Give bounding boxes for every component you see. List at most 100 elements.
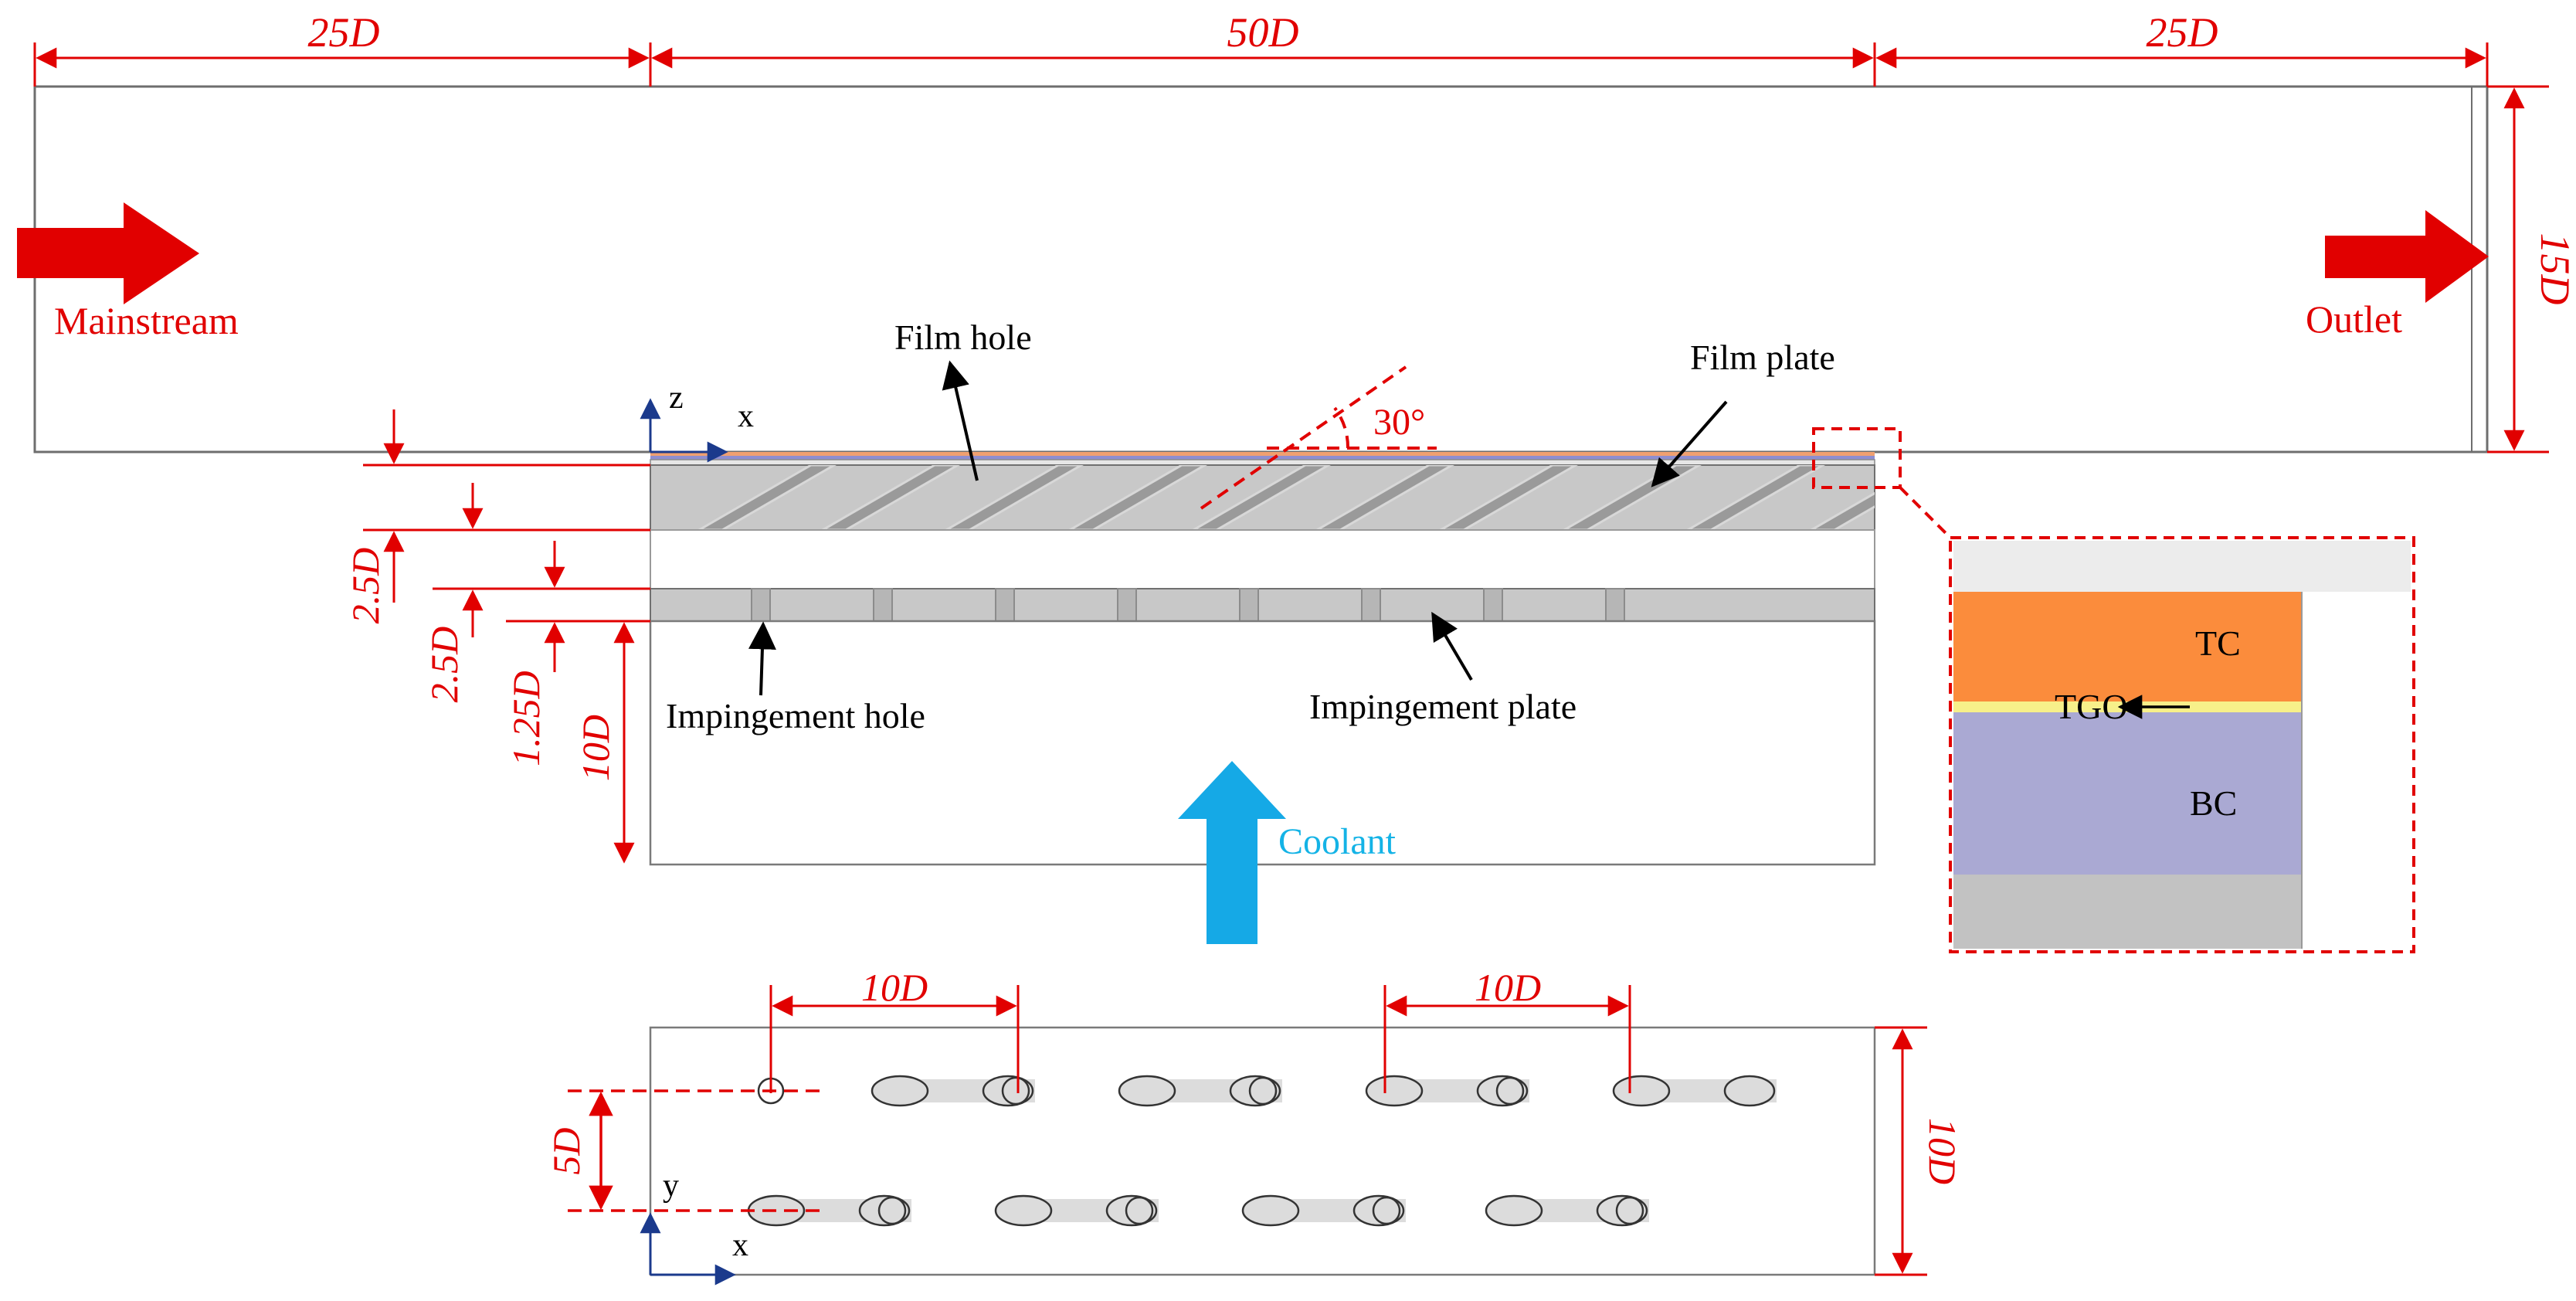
film-hole-outlet bbox=[982, 1075, 1034, 1107]
coolant-label: Coolant bbox=[1278, 821, 1397, 862]
impingement-hole-footprint bbox=[877, 1196, 907, 1225]
impingement-plate-label: Impingement plate bbox=[1309, 687, 1576, 726]
impingement-hole-label: Impingement hole bbox=[666, 696, 925, 735]
mainstream-domain bbox=[33, 85, 2489, 453]
impingement-hole-footprint bbox=[1615, 1196, 1644, 1225]
top-dimension-line bbox=[33, 42, 2489, 87]
impingement-hole-footprint bbox=[1248, 1076, 1278, 1106]
impingement-hole bbox=[751, 588, 771, 622]
tgo-label: TGO bbox=[2055, 687, 2128, 726]
pitch-dimensions bbox=[769, 985, 1631, 1093]
top-axes bbox=[640, 1212, 736, 1286]
impingement-hole bbox=[873, 588, 893, 622]
film-plate-label: Film plate bbox=[1690, 338, 1835, 377]
impingement-hole bbox=[1239, 588, 1259, 622]
film-hole-channel bbox=[1315, 465, 1454, 530]
side-axes bbox=[640, 398, 728, 463]
film-hole-inlet bbox=[1241, 1194, 1300, 1227]
film-hole-channel bbox=[1809, 491, 1875, 530]
impingement-hole-footprint bbox=[1372, 1196, 1401, 1225]
plenum-gap-label: 2.5D bbox=[423, 627, 466, 703]
impingement-hole bbox=[1605, 588, 1625, 622]
inlet-length-label: 25D bbox=[308, 9, 380, 56]
span-label: 10D bbox=[1921, 1118, 1964, 1184]
outlet-arrow bbox=[2325, 210, 2489, 303]
film-hole-channel bbox=[697, 465, 837, 530]
row-offset-label: 5D bbox=[545, 1127, 588, 1174]
film-coating-bond bbox=[650, 456, 1875, 460]
film-hole-pointer bbox=[942, 360, 979, 481]
inset-locator bbox=[1812, 427, 1902, 489]
film-hole-channel bbox=[1067, 465, 1207, 530]
film-hole-inlet bbox=[1365, 1075, 1424, 1107]
film-coating-strip bbox=[650, 452, 1875, 456]
outlet-length-label: 25D bbox=[2147, 9, 2218, 56]
film-hole-outlet bbox=[1476, 1075, 1529, 1107]
row-offset-dimension bbox=[568, 1089, 826, 1212]
tc-layer bbox=[1953, 592, 2302, 701]
coolant-plenum-height-label: 10D bbox=[574, 715, 617, 781]
impingement-hole bbox=[1361, 588, 1381, 622]
film-hole-outlet bbox=[1352, 1194, 1405, 1227]
impingement-hole bbox=[1117, 588, 1137, 622]
coolant-plenum bbox=[649, 620, 1876, 866]
impingement-plate bbox=[650, 588, 1875, 622]
thickness-dimensions bbox=[363, 409, 650, 864]
impingement-holes bbox=[751, 588, 1625, 622]
injection-angle-indicator bbox=[1200, 365, 1437, 510]
film-hole-inlet bbox=[871, 1075, 929, 1107]
impingement-thickness-label: 1.25D bbox=[504, 671, 548, 766]
pitch-1-label: 10D bbox=[861, 966, 928, 1009]
plate-length-label: 50D bbox=[1227, 9, 1299, 56]
film-hole-outlet bbox=[1596, 1194, 1648, 1227]
impingement-hole-footprint bbox=[1495, 1076, 1525, 1106]
mainstream-label: Mainstream bbox=[54, 299, 239, 342]
film-hole-channel bbox=[820, 465, 960, 530]
domain-height-dimension bbox=[2487, 85, 2549, 453]
film-hole-outlet bbox=[858, 1194, 911, 1227]
impingement-hole bbox=[995, 588, 1015, 622]
film-hole-outlet bbox=[1229, 1075, 1281, 1107]
side-axis-x: x bbox=[738, 399, 754, 434]
span-dimension bbox=[1875, 1026, 1927, 1276]
impingement-hole-footprint bbox=[1001, 1076, 1030, 1106]
impingement-hole-pointer bbox=[748, 621, 776, 696]
coolant-arrow bbox=[1178, 761, 1286, 944]
side-axis-z: z bbox=[669, 380, 684, 416]
film-hole-channel bbox=[1685, 465, 1825, 530]
plenum-gap bbox=[650, 529, 1875, 589]
film-plate-top-band bbox=[650, 459, 1875, 466]
film-hole-outlet bbox=[1723, 1075, 1776, 1107]
film-hole-inlet bbox=[1612, 1075, 1671, 1107]
top-axis-y: y bbox=[663, 1168, 679, 1204]
tc-label: TC bbox=[2195, 623, 2241, 663]
film-hole-inlet bbox=[1118, 1075, 1176, 1107]
bc-layer bbox=[1953, 712, 2302, 875]
film-hole-inlet bbox=[1485, 1194, 1543, 1227]
film-plate-pointer bbox=[1651, 400, 1728, 487]
film-hole-inlet bbox=[994, 1194, 1053, 1227]
film-hole-channel bbox=[1191, 465, 1331, 530]
film-hole-label: Film hole bbox=[894, 318, 1032, 357]
outlet-label: Outlet bbox=[2306, 297, 2402, 341]
bc-label: BC bbox=[2190, 783, 2237, 823]
injection-angle-label: 30° bbox=[1373, 402, 1425, 443]
impingement-plate-pointer bbox=[1431, 611, 1473, 681]
film-hole-channel bbox=[1438, 465, 1578, 530]
top-view-holes bbox=[747, 1075, 1777, 1227]
pitch-2-label: 10D bbox=[1475, 966, 1541, 1009]
top-view-plate bbox=[649, 1026, 1876, 1276]
mainstream-arrow bbox=[17, 202, 199, 304]
top-axis-x: x bbox=[732, 1228, 748, 1263]
film-hole-channel bbox=[944, 465, 1084, 530]
substrate-layer bbox=[1953, 875, 2302, 949]
film-hole-outlet bbox=[1105, 1194, 1158, 1227]
domain-height-label: 15D bbox=[2532, 233, 2576, 305]
impingement-hole bbox=[1483, 588, 1503, 622]
film-plate-thickness-label: 2.5D bbox=[344, 548, 387, 624]
inset-gas-region bbox=[1953, 541, 2411, 592]
film-holes bbox=[697, 465, 1875, 530]
impingement-hole-footprint bbox=[1125, 1196, 1154, 1225]
inset-leader bbox=[1899, 486, 1952, 539]
